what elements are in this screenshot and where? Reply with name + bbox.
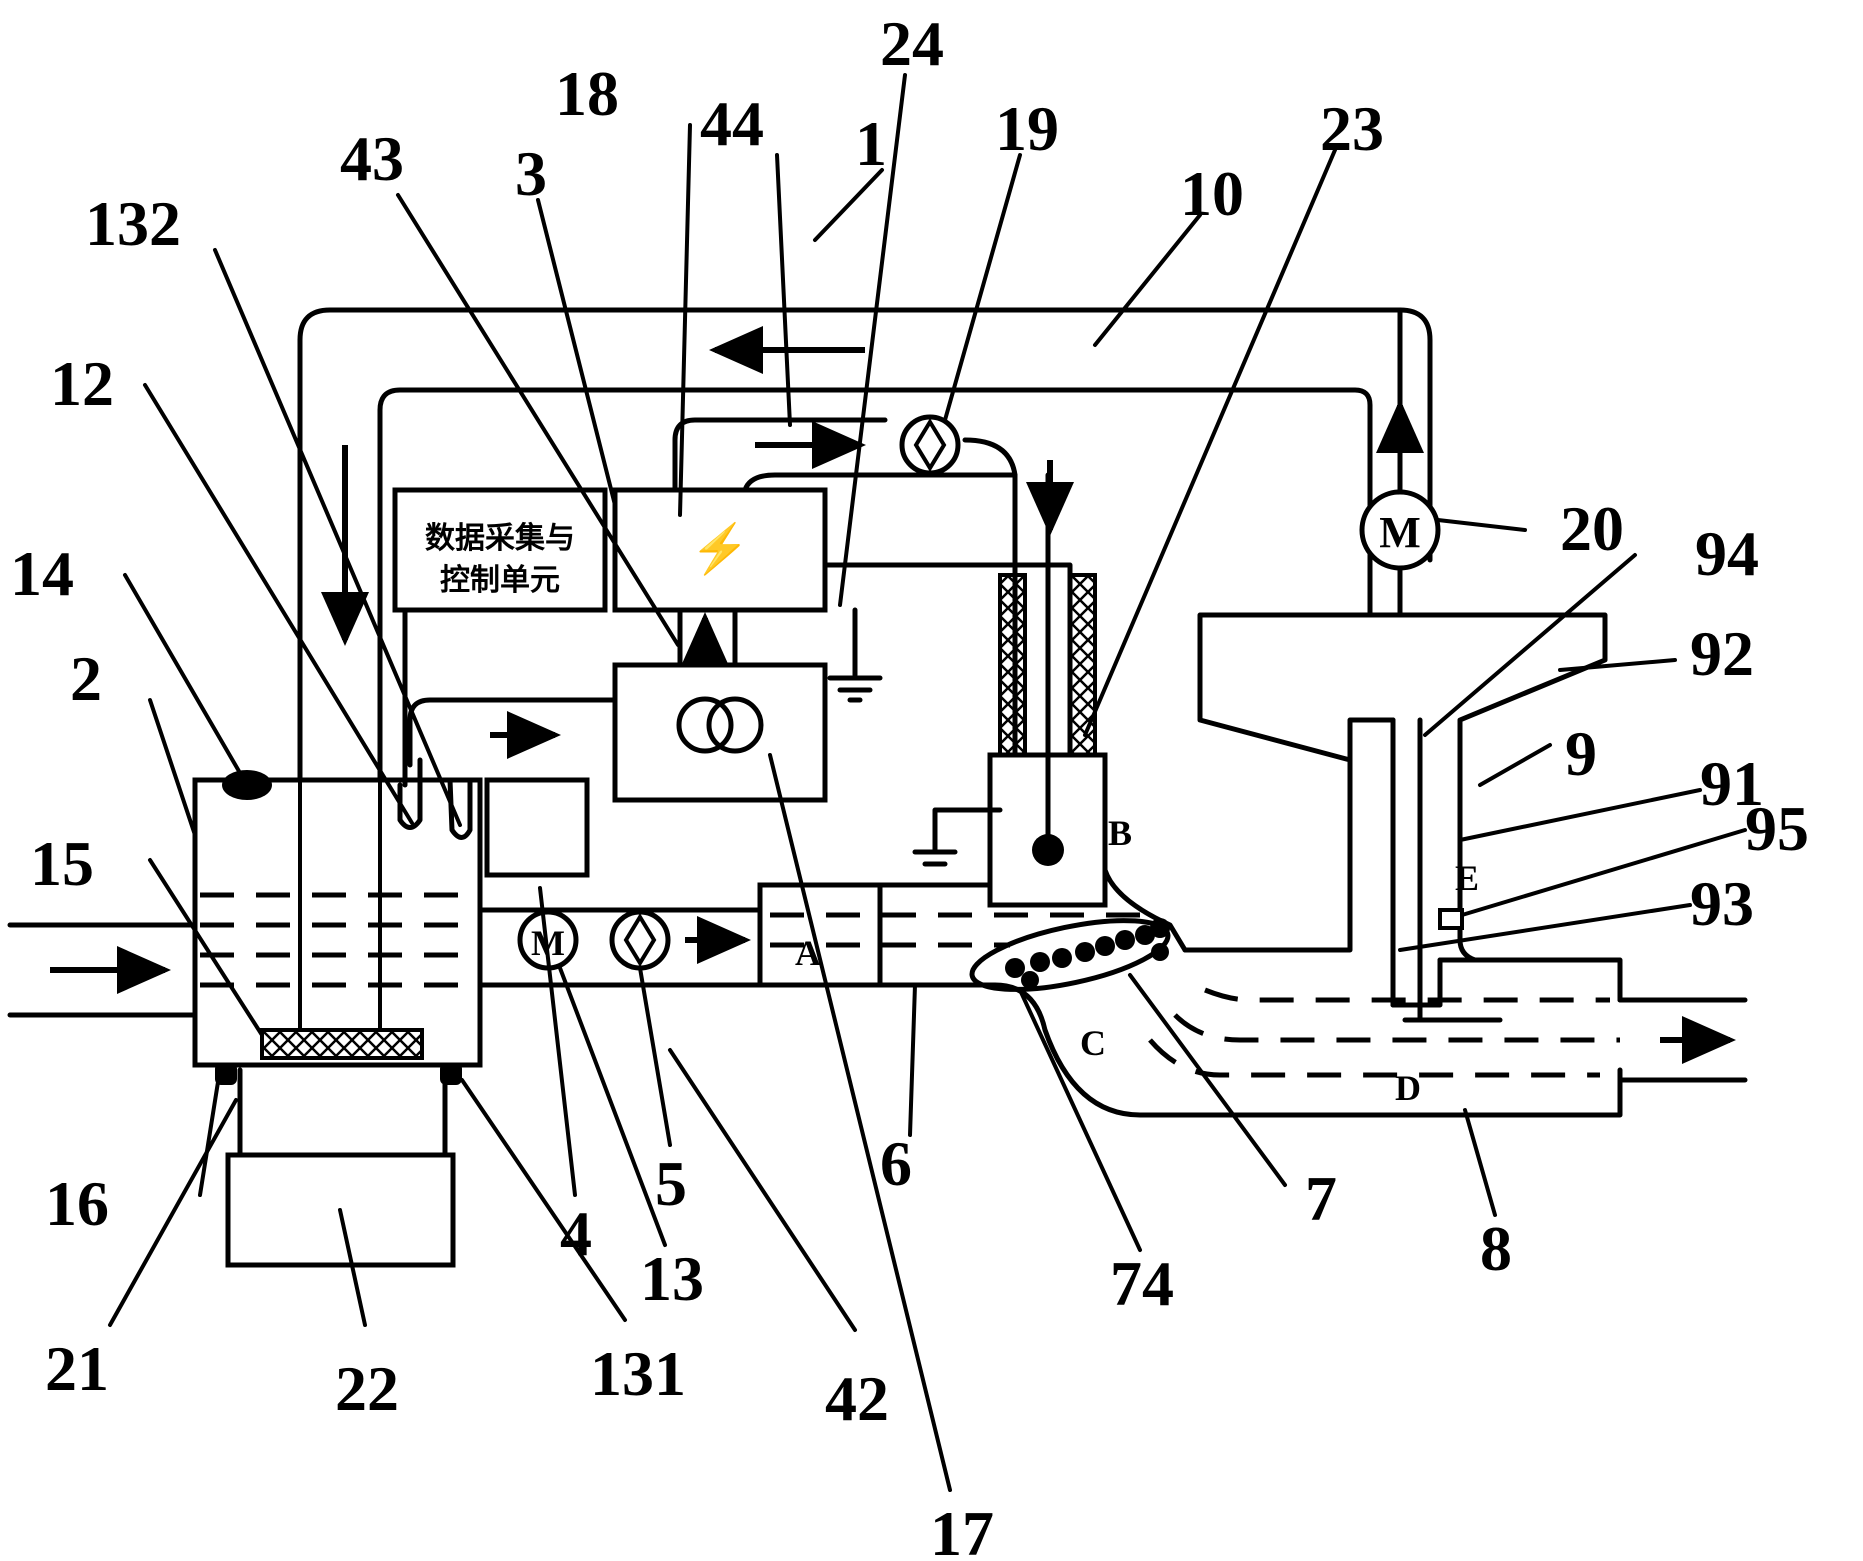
callout-23: 23 (1320, 93, 1384, 164)
return-pipe-inner (377, 387, 1373, 783)
callout-94: 94 (1695, 518, 1759, 589)
callout-14: 14 (10, 538, 74, 609)
motor-icon: M (1359, 489, 1441, 571)
callout-91: 91 (1700, 748, 1764, 819)
callout-10: 10 (1180, 158, 1244, 229)
flow-meter-icon (899, 414, 961, 476)
callout-95: 95 (1745, 793, 1809, 864)
callout-22: 22 (335, 1353, 399, 1424)
svg-text:M: M (1379, 508, 1421, 557)
callout-42: 42 (825, 1363, 889, 1434)
callout-17: 17 (930, 1498, 994, 1561)
callout-7: 7 (1305, 1163, 1337, 1234)
callout-20: 20 (1560, 493, 1624, 564)
region-letter-b: B (1108, 813, 1132, 853)
transformer-box (612, 662, 828, 803)
callout-8: 8 (1480, 1213, 1512, 1284)
region-letter-c: C (1080, 1023, 1106, 1063)
control-unit-label-1: 数据采集与 (425, 521, 575, 556)
callout-4: 4 (560, 1198, 592, 1269)
tank (192, 777, 483, 1068)
callout-44: 44 (700, 88, 764, 159)
callout-2: 2 (70, 643, 102, 714)
callout-6: 6 (880, 1128, 912, 1199)
callout-131: 131 (590, 1338, 686, 1409)
callout-132: 132 (85, 188, 181, 259)
callout-3: 3 (515, 138, 547, 209)
flow-meter-icon (609, 909, 671, 971)
return-pipe-outer (297, 307, 1433, 1028)
callout-1: 1 (855, 108, 887, 179)
callout-18: 18 (555, 58, 619, 129)
separator-body (1197, 612, 1608, 1008)
callout-74: 74 (1110, 1248, 1174, 1319)
callout-5: 5 (655, 1148, 687, 1219)
callout-15: 15 (30, 828, 94, 899)
callout-93: 93 (1690, 868, 1754, 939)
callout-92: 92 (1690, 618, 1754, 689)
callout-43: 43 (340, 123, 404, 194)
callout-21: 21 (45, 1333, 109, 1404)
control-unit (392, 487, 608, 613)
region-letter-d: D (1395, 1068, 1421, 1108)
callout-12: 12 (50, 348, 114, 419)
callout-19: 19 (995, 93, 1059, 164)
high-voltage-supply (612, 487, 828, 613)
control-unit-label-2: 控制单元 (440, 563, 560, 598)
callout-13: 13 (640, 1243, 704, 1314)
callout-9: 9 (1565, 718, 1597, 789)
pump-box (484, 777, 590, 878)
region-letter-e: E (1455, 858, 1479, 898)
high-voltage-icon: ⚡ (690, 521, 750, 577)
callout-24: 24 (880, 8, 944, 79)
transformer-icon (676, 696, 764, 754)
callout-16: 16 (45, 1168, 109, 1239)
